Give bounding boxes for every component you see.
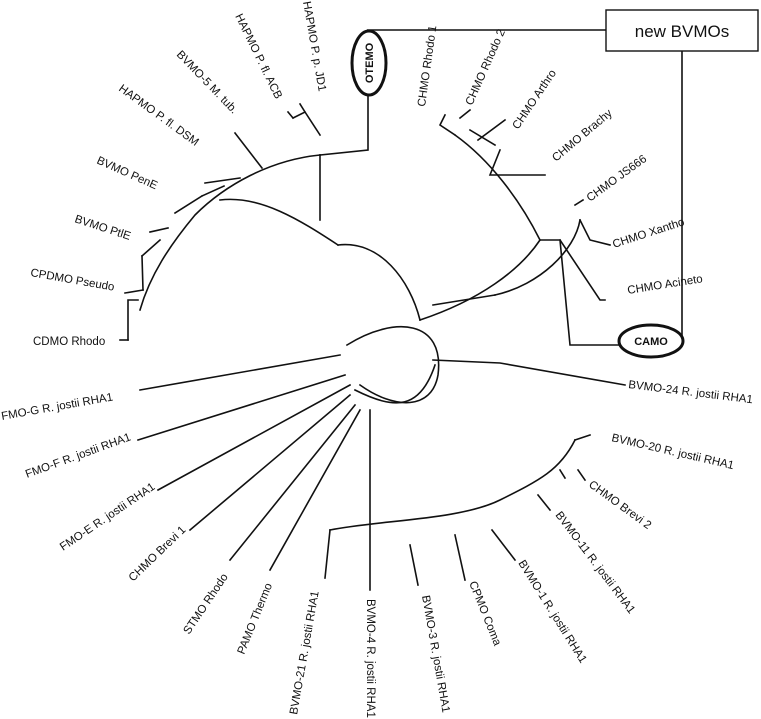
legend-new-bvmos: new BVMOs (605, 9, 759, 52)
leaf-label: CHMO Rhodo 2 (464, 28, 508, 108)
leaf-label: HAPMO P. fl. DSM (116, 83, 200, 149)
leaf-label: BVMO-1 R. jostii RHA1 (515, 558, 588, 665)
leaf-label: BVMO PenE (95, 155, 160, 193)
leaf-label: HAPMO P. p. JD1 (300, 0, 328, 92)
leaf-label: BVMO-21 R. jostii RHA1 (288, 590, 322, 715)
leaf-label: BVMO PtlE (73, 213, 132, 242)
leaf-label: CHMO JS666 (585, 153, 649, 204)
leaf-label: CHMO Brachy (550, 107, 615, 164)
leaf-label: STMO Rhodo (182, 572, 231, 637)
leaf-label: BVMO-20 R. jostii RHA1 (610, 432, 735, 472)
leaf-label: HAPMO P. fl. ACB (232, 12, 284, 101)
leaf-label: FMO-G R. jostii RHA1 (0, 391, 113, 422)
camo-label: CAMO (634, 336, 668, 348)
leaf-label: CHMO Brevi 1 (127, 524, 189, 584)
leaf-label: CPDMO Pseudo (29, 267, 115, 294)
leaf-label: CPMO Coma (466, 580, 503, 648)
legend-label: new BVMOs (635, 22, 729, 41)
leaf-label: CHMO Acineto (627, 273, 704, 297)
leaf-label: CDMO Rhodo (33, 336, 105, 348)
leaf-label: CHMO Arthro (511, 68, 560, 132)
leaf-label: CHMO Xantho (611, 216, 686, 251)
highlight-camo: CAMO (617, 323, 685, 359)
leaf-label: BVMO-5 M. tub. (174, 49, 240, 117)
otemo-label: OTEMO (364, 42, 376, 83)
leaf-label: CHMO Rhodo 1 (416, 25, 439, 108)
leaf-label: BVMO-24 R. jostii RHA1 (628, 379, 754, 406)
leaf-label: CHMO Brevi 2 (586, 479, 653, 532)
leaf-label: BVMO-3 R. jostii RHA1 (419, 594, 451, 713)
leaf-label: BVMO-11 R. jostii RHA1 (553, 510, 637, 617)
leaf-label: FMO-E R. jostii RHA1 (58, 481, 157, 553)
highlight-otemo: OTEMO (350, 29, 388, 97)
leaf-label: BVMO-4 R. jostii RHA1 (364, 599, 376, 718)
leaf-label: FMO-F R. jostii RHA1 (24, 432, 133, 481)
leaf-label: PAMO Thermo (236, 582, 275, 657)
